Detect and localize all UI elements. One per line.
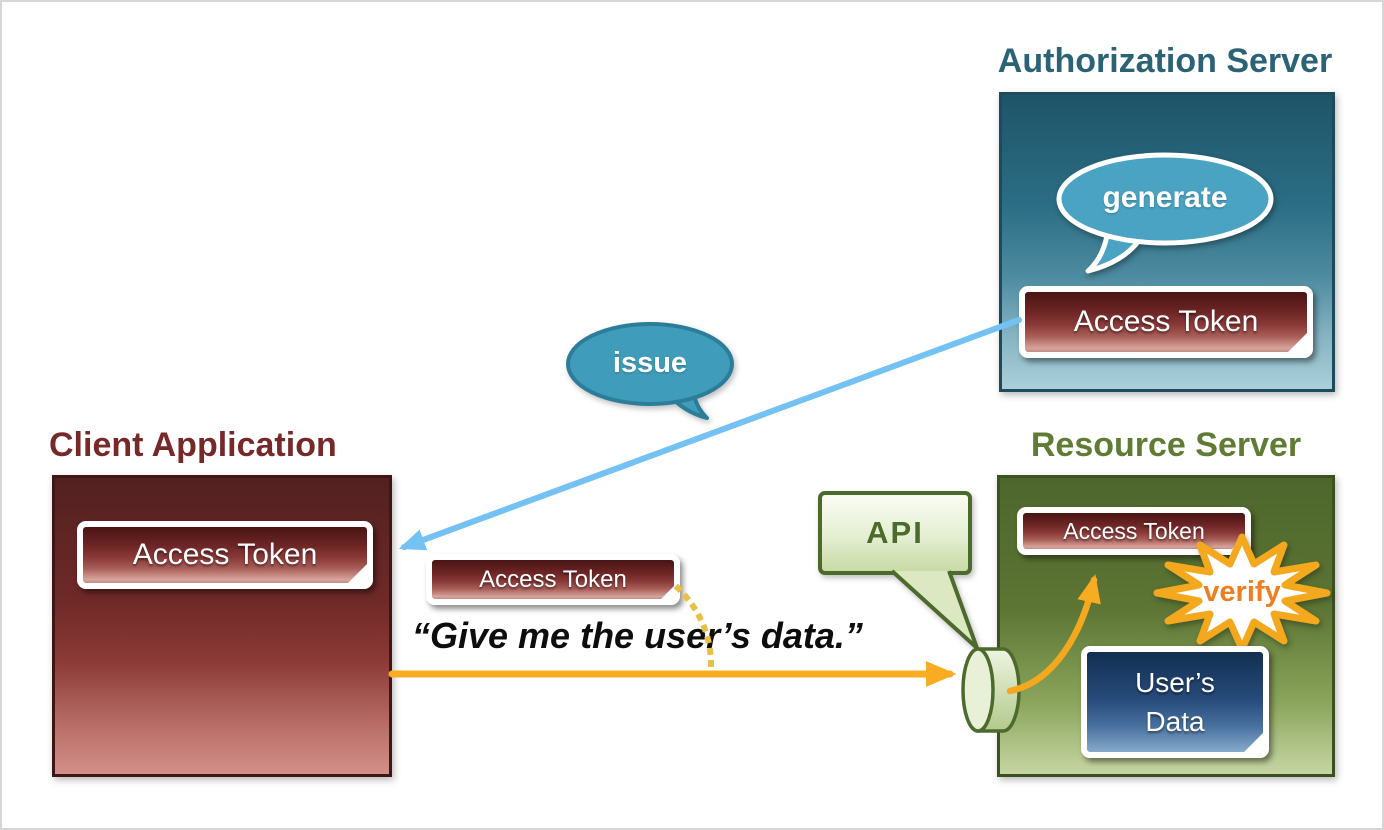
access-token-note-client: Access Token	[77, 521, 373, 589]
issue-bubble-label: issue	[612, 347, 688, 379]
api-socket-cylinder	[961, 647, 1021, 733]
request-quote-text: “Give me the user’s data.”	[412, 615, 863, 656]
access-token-label: Access Token	[1073, 305, 1259, 338]
issue-bubble	[566, 322, 734, 420]
token-verify-arrow	[1006, 574, 1101, 695]
issue-arrow	[398, 317, 1022, 551]
client-application-title: Client Application	[49, 426, 337, 464]
token-attach-dotted-line	[673, 583, 715, 672]
users-data-note: User’s Data	[1081, 646, 1269, 758]
users-data-label: User’s Data	[1135, 666, 1215, 737]
verify-starburst-label: verify	[1203, 576, 1281, 608]
access-token-note-transit: Access Token	[426, 554, 680, 605]
api-bubble	[818, 491, 979, 650]
resource-server-title: Resource Server	[1030, 426, 1302, 464]
access-token-note-resource: Access Token	[1017, 507, 1251, 555]
access-token-label: Access Token	[479, 565, 627, 593]
access-token-label: Access Token	[1063, 517, 1205, 544]
access-token-label: Access Token	[132, 538, 318, 571]
api-bubble-label: API	[866, 515, 924, 550]
authorization-server-title: Authorization Server	[997, 42, 1333, 80]
generate-bubble-label: generate	[1102, 181, 1228, 214]
access-token-note-auth: Access Token	[1019, 286, 1313, 358]
verify-starburst	[1153, 533, 1331, 653]
generate-bubble	[1056, 152, 1274, 274]
